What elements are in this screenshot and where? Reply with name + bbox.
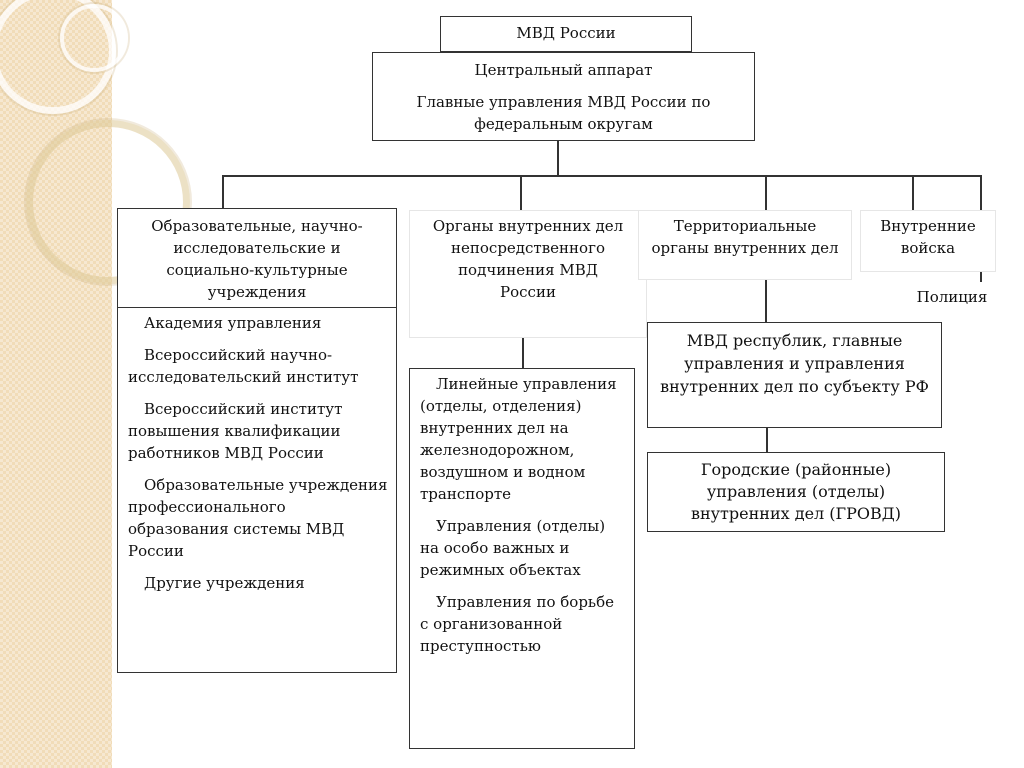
connector: [766, 428, 768, 452]
mvd-russia-box: МВД России: [440, 16, 692, 52]
police-label: Полиция: [900, 284, 1004, 310]
federal-districts-label: Главные управления МВД России по федерал…: [416, 93, 711, 133]
direct-list-box: Линейные управления (отделы, отделения) …: [409, 368, 635, 749]
connector: [912, 175, 914, 210]
central-apparatus-label: Центральный аппарат: [474, 61, 653, 79]
city-departments-box: Городские (районные) управления (отделы)…: [647, 452, 945, 532]
decorative-strip: [0, 0, 190, 768]
connector: [520, 175, 522, 210]
connector: [222, 175, 982, 177]
direct-subordination-box: Органы внутренних дел непосредственного …: [409, 210, 647, 338]
list-item: Образовательные учреждения профессиональ…: [128, 476, 388, 560]
list-item: Всероссийский институт повышения квалифи…: [128, 400, 343, 462]
list-item: Управления (отделы) на особо важных и ре…: [420, 517, 606, 579]
decorative-ring: [60, 4, 128, 72]
connector: [557, 140, 559, 175]
decorative-ring: [26, 120, 190, 284]
connector: [522, 338, 524, 368]
education-branch-box: Образовательные, научно-исследовательски…: [117, 208, 397, 308]
list-item: Другие учреждения: [144, 574, 305, 592]
subject-mvd-box: МВД республик, главные управления и упра…: [647, 322, 942, 428]
connector: [765, 280, 767, 322]
list-item: Линейные управления (отделы, отделения) …: [420, 375, 617, 503]
territorial-branch-box: Территориальные органы внутренних дел: [638, 210, 852, 280]
education-list-box: Академия управления Всероссийский научно…: [117, 307, 397, 673]
list-item: Академия управления: [144, 314, 322, 332]
list-item: Управления по борьбе с организованной пр…: [420, 593, 614, 655]
central-apparatus-box: Центральный аппарат Главные управления М…: [372, 52, 755, 141]
internal-troops-box: Внутренние войска: [860, 210, 996, 272]
connector: [222, 175, 224, 208]
list-item: Всероссийский научно-исследовательский и…: [128, 346, 359, 386]
connector: [765, 175, 767, 210]
